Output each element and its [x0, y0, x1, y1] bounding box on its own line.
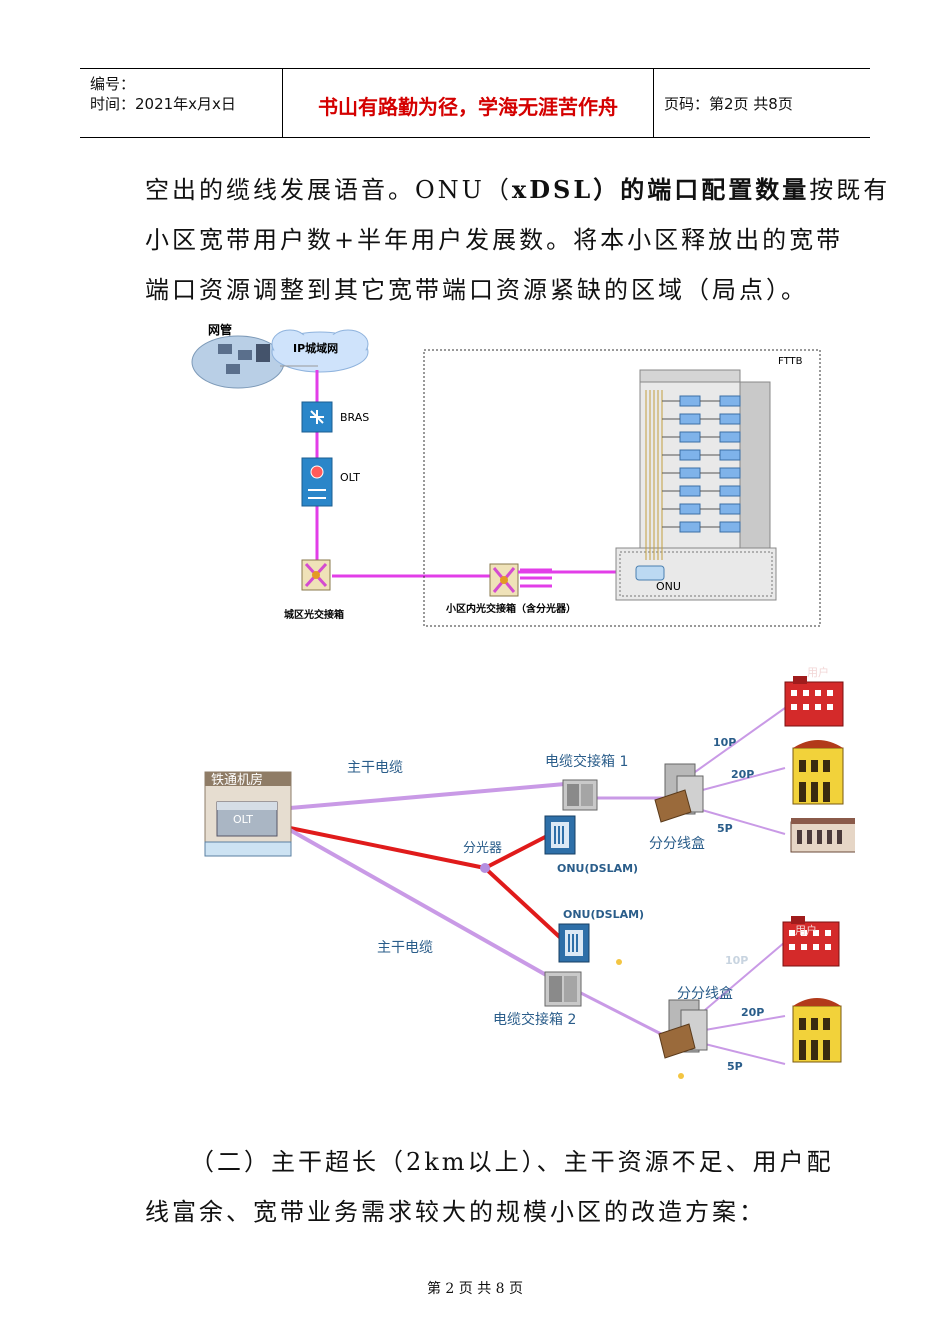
olt-label: OLT	[340, 471, 360, 484]
fiber-line	[484, 832, 552, 870]
ip-network-label: IP城域网	[293, 341, 338, 355]
drop-line	[694, 807, 786, 835]
distribution-box-2-label: 分分线盒	[677, 985, 733, 1002]
onu-dslam-2-icon	[558, 923, 590, 963]
cabinet-1-label: 电缆交接箱 1	[545, 753, 628, 770]
port-label-5p: 5P	[727, 1060, 743, 1073]
olt-icon	[301, 457, 333, 507]
port-label-20p: 20P	[731, 768, 754, 781]
onu-2-label: ONU(DSLAM)	[563, 908, 644, 921]
drop-line	[704, 1043, 786, 1065]
ip-cloud-icon	[271, 329, 369, 373]
page-footer: 第 2 页 共 8 页	[426, 1281, 524, 1297]
number-label: 编号：	[90, 75, 136, 93]
header-meta-cell: 编号： 时间：2021年x月x日	[80, 69, 283, 137]
cable-cabinet-1-icon	[562, 779, 598, 811]
red-building-icon	[782, 916, 840, 967]
port-label-20p: 20P	[741, 1006, 764, 1019]
cable-line	[574, 988, 670, 1040]
olt-label: OLT	[233, 813, 253, 826]
header-page-cell: 页码：第2页 共8页	[654, 69, 870, 137]
red-building-icon	[784, 676, 844, 727]
splitter-node	[480, 863, 490, 873]
drop-line	[704, 1015, 786, 1031]
cable-cabinet-2-icon	[544, 971, 582, 1007]
cabinet-2-label: 电缆交接箱 2	[493, 1011, 576, 1028]
fttb-diagram: 网管 IP城域网 BRAS OLT 城区光交接箱 FTTB 小区	[191, 322, 821, 627]
building-icon	[615, 369, 777, 601]
bold-text: xDSL）的端口配置数量	[511, 175, 810, 204]
city-box-label: 城区光交接箱	[284, 608, 344, 621]
header-motto-cell: 书山有路勤为径，学海无涯苦作舟	[283, 69, 654, 137]
yellow-building-icon	[792, 998, 842, 1063]
splitter-label: 分光器	[463, 841, 502, 856]
motto: 书山有路勤为径，学海无涯苦作舟	[318, 95, 618, 119]
text-span: 空出的缆线发展语音。ONU（	[145, 176, 512, 204]
paragraph1-line1: 空出的缆线发展语音。ONU（xDSL）的端口配置数量按既有	[145, 170, 890, 205]
brick-building-icon	[790, 818, 855, 853]
user-label-2: 用户	[795, 923, 817, 937]
cable-network-diagram: 铁通机房 OLT 主干电缆 主干电缆 分光器 电缆交接箱 1 ONU(DSLAM…	[204, 665, 855, 1079]
nms-label: 网管	[208, 322, 232, 337]
drop-line	[694, 707, 786, 773]
drop-line	[704, 941, 786, 1011]
dot-marker	[616, 959, 622, 965]
bras-icon	[301, 401, 333, 433]
community-cross-connect-icon	[489, 563, 519, 597]
document-header: 编号： 时间：2021年x月x日 书山有路勤为径，学海无涯苦作舟 页码：第2页 …	[80, 68, 870, 138]
distribution-box-1-label: 分分线盒	[649, 835, 705, 852]
fttb-region	[423, 349, 821, 627]
dot-marker	[678, 1073, 684, 1079]
onu-dslam-1-icon	[544, 815, 576, 855]
trunk-cable-label-2: 主干电缆	[377, 940, 433, 956]
port-label-5p: 5P	[717, 822, 733, 835]
paragraph1-line3: 端口资源调整到其它宽带端口资源紧缺的区域（局点）。	[145, 276, 808, 304]
bras-label: BRAS	[340, 411, 369, 424]
trunk-cable-label-1: 主干电缆	[347, 760, 403, 776]
distribution-box-1-icon	[654, 763, 704, 823]
distribution-box-2-icon	[658, 999, 708, 1059]
port-label-10p: 10P	[725, 954, 748, 967]
fiber-line	[483, 866, 567, 944]
trunk-cable-line	[289, 782, 566, 810]
community-box-label: 小区内光交接箱（含分光器）	[445, 602, 576, 615]
machine-room-label: 铁通机房	[211, 772, 263, 788]
paragraph2-line2: 线富余、宽带业务需求较大的规模小区的改造方案：	[145, 1198, 766, 1226]
machine-room-icon	[204, 771, 292, 857]
yellow-building-icon	[792, 740, 844, 805]
city-cross-connect-icon	[301, 559, 331, 591]
date-label: 时间：2021年x月x日	[90, 95, 236, 113]
onu-label: ONU	[656, 580, 681, 593]
trunk-cable-line	[289, 828, 556, 982]
fiber-line	[289, 826, 486, 870]
paragraph2-line1: （二）主干超长（2km以上）、主干资源不足、用户配	[190, 1148, 834, 1176]
onu-1-label: ONU(DSLAM)	[557, 862, 638, 875]
paragraph1-line2: 小区宽带用户数+半年用户发展数。将本小区释放出的宽带	[145, 226, 844, 254]
user-label-1: 用户	[807, 665, 829, 679]
nms-network-shape	[191, 335, 285, 389]
nms-computers-icon	[218, 344, 270, 374]
port-label-10p: 10P	[713, 736, 736, 749]
onu-icon	[635, 565, 665, 581]
drop-line	[694, 767, 786, 793]
text-span: 按既有	[809, 176, 891, 204]
fttb-label: FTTB	[778, 356, 803, 367]
page-label: 页码：第2页 共8页	[664, 95, 793, 113]
